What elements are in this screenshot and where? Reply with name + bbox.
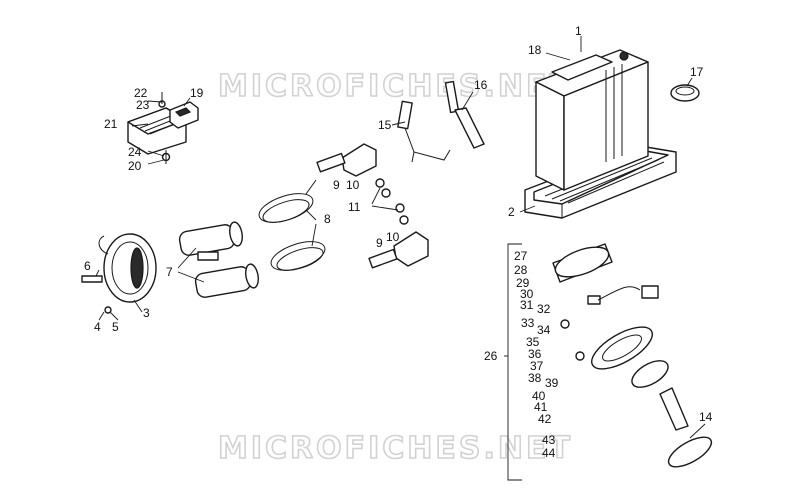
callout-6: 6: [84, 259, 91, 273]
callout-22: 22: [134, 86, 148, 100]
callout-14: 14: [699, 410, 713, 424]
callout-24: 24: [128, 145, 142, 159]
callout-17: 17: [690, 65, 704, 79]
callout-18: 18: [528, 43, 542, 57]
battery: [535, 49, 649, 191]
callout-31: 31: [520, 298, 534, 312]
callout-9-upper: 9: [333, 178, 340, 192]
callout-39: 39: [545, 376, 559, 390]
callout-30: 30: [520, 287, 534, 301]
callout-11: 11: [348, 200, 361, 214]
callout-26: 26: [484, 349, 498, 363]
callout-35: 35: [526, 335, 540, 349]
watermark-top: MICROFICHES.NET: [218, 69, 573, 104]
callout-labels: 1 2 3 4 5 6 7 8 9 9 10 10 11 14 15 16 17…: [84, 24, 713, 460]
callout-10-lower: 10: [386, 230, 400, 244]
callout-2: 2: [508, 205, 515, 219]
callout-5: 5: [112, 320, 119, 334]
callout-21: 21: [104, 117, 118, 131]
callout-43: 43: [542, 433, 556, 447]
alternator-rotor: [81, 233, 157, 314]
watermark-bottom: MICROFICHES.NET: [218, 431, 573, 466]
ht-cable-coil: [258, 179, 326, 271]
callout-34: 34: [537, 323, 551, 337]
callout-9-lower: 9: [376, 236, 383, 250]
callout-33: 33: [521, 316, 535, 330]
callout-32: 32: [537, 302, 551, 316]
callout-10-upper: 10: [346, 178, 360, 192]
callout-8: 8: [324, 212, 331, 226]
callout-19: 19: [190, 86, 204, 100]
callout-37: 37: [530, 359, 544, 373]
callout-15: 15: [378, 118, 392, 132]
ignition-coil-lower: [194, 263, 259, 298]
regulator-connector: [169, 101, 199, 129]
spark-plug-cap-lower: [368, 203, 429, 269]
callout-23: 23: [136, 98, 150, 112]
callout-27: 27: [514, 249, 528, 263]
callout-29: 29: [516, 276, 530, 290]
callout-36: 36: [528, 347, 542, 361]
callout-1: 1: [575, 24, 582, 38]
ignition-coil-upper: [178, 221, 243, 261]
callout-28: 28: [514, 263, 528, 277]
callout-42: 42: [538, 412, 552, 426]
callout-41: 41: [534, 400, 548, 414]
callout-3: 3: [143, 306, 150, 320]
callout-4: 4: [94, 320, 101, 334]
callout-7: 7: [166, 265, 173, 279]
spark-plug-cap-upper: [316, 143, 391, 198]
callout-44: 44: [542, 446, 556, 460]
distributor-assembly: [552, 243, 713, 468]
callout-40: 40: [532, 389, 546, 403]
callout-16: 16: [474, 78, 488, 92]
callout-20: 20: [128, 159, 142, 173]
terminal-cap: [670, 84, 700, 102]
leader-lines: [95, 36, 706, 481]
suppressor-lead-15: [397, 100, 451, 163]
callout-38: 38: [528, 371, 542, 385]
